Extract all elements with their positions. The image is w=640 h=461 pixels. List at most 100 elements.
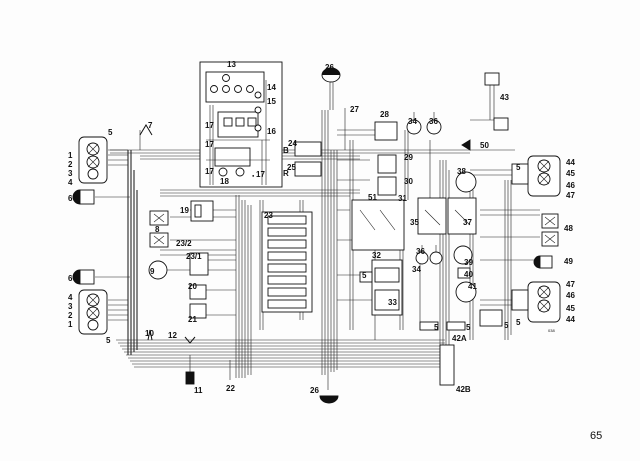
bottom-connector-26: [319, 395, 339, 404]
label-40: 40: [464, 270, 473, 279]
label-left-6a: 6: [68, 194, 73, 203]
label-26-top: 26: [325, 63, 334, 72]
diagram-code: 038: [548, 328, 555, 333]
label-28: 28: [380, 110, 389, 119]
label-46a: 46: [566, 181, 575, 190]
label-26-bottom: 26: [310, 386, 319, 395]
label-17c: 17: [205, 167, 214, 176]
label-38: 38: [457, 167, 466, 176]
label-left-5b: 5: [106, 336, 111, 345]
right-components-48-49: [533, 213, 559, 269]
label-42B: 42B: [456, 385, 471, 394]
label-22: 22: [226, 384, 235, 393]
label-35: 35: [410, 218, 419, 227]
label-17a: 17: [205, 121, 214, 130]
label-5d: 5: [516, 318, 521, 327]
label-41: 41: [468, 282, 477, 291]
component-labels: 13 14 15 16 17 17 17 17 18 26 26 27 28 2…: [68, 60, 575, 395]
label-24: 24: [288, 139, 297, 148]
label-34a: 34: [408, 117, 417, 126]
label-11: 11: [194, 386, 203, 395]
label-21: 21: [188, 315, 197, 324]
label-36a: 36: [429, 117, 438, 126]
top-connector-26: [321, 67, 341, 83]
label-left-3b: 3: [68, 302, 73, 311]
label-14: 14: [267, 83, 276, 92]
label-left-1b: 1: [68, 320, 73, 329]
wire-harness: [95, 75, 540, 390]
label-34b: 34: [412, 265, 421, 274]
label-25: 25: [287, 163, 296, 172]
label-left-2a: 2: [68, 160, 73, 169]
label-17d: 17: [256, 170, 265, 179]
rear-lamp-cluster-upper: [511, 155, 561, 197]
label-5e: 5: [434, 323, 439, 332]
instrument-panel-13: ●: [199, 61, 283, 188]
label-42A: 42A: [452, 334, 467, 343]
label-15: 15: [267, 97, 276, 106]
label-9: 9: [150, 267, 155, 276]
label-5c: 5: [516, 163, 521, 172]
front-lamp-cluster-upper: [78, 136, 108, 184]
label-19: 19: [180, 206, 189, 215]
label-31: 31: [398, 194, 407, 203]
label-5f: 5: [466, 323, 471, 332]
label-13: 13: [227, 60, 236, 69]
label-36b: 36: [416, 247, 425, 256]
components-38-41: [453, 171, 477, 303]
label-left-1a: 1: [68, 151, 73, 160]
front-lamp-cluster-lower: [78, 289, 108, 335]
label-23-1: 23/1: [186, 252, 202, 261]
label-30: 30: [404, 177, 413, 186]
label-20: 20: [188, 282, 197, 291]
label-B: B: [283, 146, 289, 155]
label-47a: 47: [566, 191, 575, 200]
label-44a: 44: [566, 158, 575, 167]
label-47b: 47: [566, 280, 575, 289]
label-18: 18: [220, 177, 229, 186]
left-components: [139, 124, 196, 385]
label-45a: 45: [566, 169, 575, 178]
label-33: 33: [388, 298, 397, 307]
label-left-6b: 6: [68, 274, 73, 283]
label-27: 27: [350, 105, 359, 114]
label-10: 10: [145, 329, 154, 338]
label-left-3a: 3: [68, 169, 73, 178]
svg-text:●: ●: [252, 173, 255, 178]
label-left-4b: 4: [68, 293, 73, 302]
components-43-50: [461, 72, 509, 151]
label-37: 37: [463, 218, 472, 227]
connectors-42: [419, 309, 503, 386]
label-48: 48: [564, 224, 573, 233]
switches-35-37: [417, 197, 477, 235]
horns-6: [72, 189, 95, 285]
label-51: 51: [368, 193, 377, 202]
label-44b: 44: [566, 315, 575, 324]
page-number: 65: [590, 430, 602, 442]
relay-switches-left: [189, 141, 322, 319]
label-left-4a: 4: [68, 178, 73, 187]
label-39: 39: [464, 258, 473, 267]
label-left-2b: 2: [68, 311, 73, 320]
gauges: [406, 112, 443, 265]
label-5g: 5: [362, 271, 367, 280]
label-17b: 17: [205, 140, 214, 149]
label-8: 8: [155, 225, 160, 234]
label-left-5a: 5: [108, 128, 113, 137]
label-7: 7: [148, 121, 153, 130]
rear-lamp-cluster-lower: [511, 281, 561, 323]
relay-block-center: [351, 121, 405, 316]
label-23: 23: [264, 211, 273, 220]
label-R: R: [283, 169, 289, 178]
label-12: 12: [168, 331, 177, 340]
label-5h: 5: [504, 321, 509, 330]
label-46b: 46: [566, 291, 575, 300]
label-32: 32: [372, 251, 381, 260]
label-50: 50: [480, 141, 489, 150]
label-16: 16: [267, 127, 276, 136]
label-43: 43: [500, 93, 509, 102]
label-23-2: 23/2: [176, 239, 192, 248]
label-29: 29: [404, 153, 413, 162]
